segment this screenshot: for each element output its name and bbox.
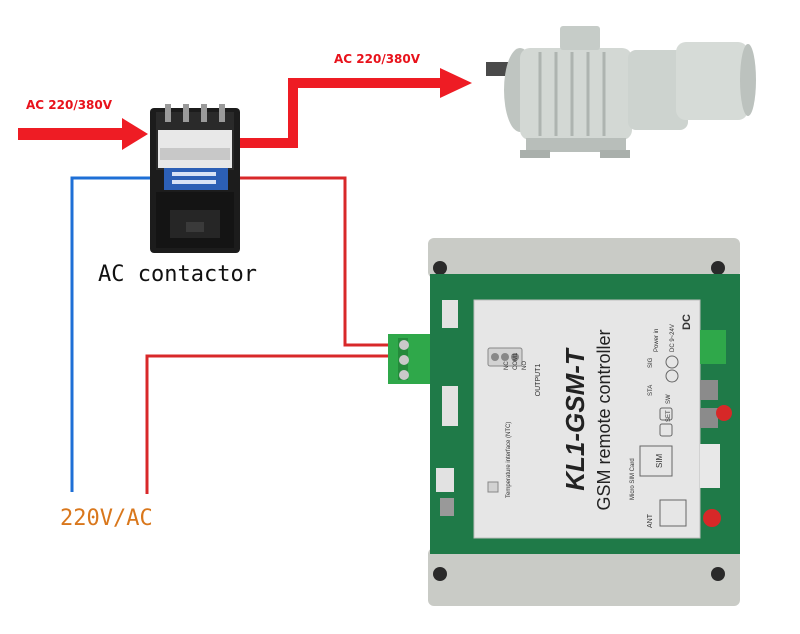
output-terminal-label: OUTPUT1 (535, 364, 542, 397)
power-output-arrow (238, 68, 472, 148)
sim-label: SIM (655, 453, 664, 468)
power-label: Power in (654, 329, 660, 352)
set-label: SET (666, 410, 672, 422)
panel-terminals (487, 347, 687, 527)
output-voltage-label: AC 220/380V (334, 52, 421, 66)
sig-label: SIG (648, 357, 654, 368)
contactor-label: AC contactor (98, 262, 257, 287)
temp-interface-label: Temperature interface (NTC) (506, 422, 512, 498)
input-voltage-label: AC 220/380V (26, 98, 113, 112)
power-spec: DC 9~24V (670, 324, 676, 352)
electric-motor (486, 26, 756, 158)
dc-label: DC (681, 314, 693, 330)
power-input-arrow (18, 118, 148, 150)
device-subtitle: GSM remote controller (594, 329, 614, 510)
terminal-pin-nc: NC (504, 361, 510, 370)
ant-label: ANT (647, 513, 654, 528)
device-model: KL1-GSM-T (560, 347, 590, 491)
output-terminal-block (388, 334, 436, 384)
supply-voltage-label: 220V/AC (60, 506, 153, 531)
sim-slot-label: Micro SIM Card (630, 458, 636, 500)
sta-label: STA (648, 385, 654, 396)
gsm-controller: KL1-GSM-T GSM remote controller OUTPUT1 … (388, 238, 740, 606)
terminal-pin-no: NO (522, 361, 528, 370)
ac-contactor (150, 104, 240, 253)
sw-label: SW (666, 394, 672, 404)
neutral-wire (70, 176, 160, 492)
live-wire (145, 176, 395, 494)
terminal-pin-com1: COM1 (513, 352, 519, 370)
